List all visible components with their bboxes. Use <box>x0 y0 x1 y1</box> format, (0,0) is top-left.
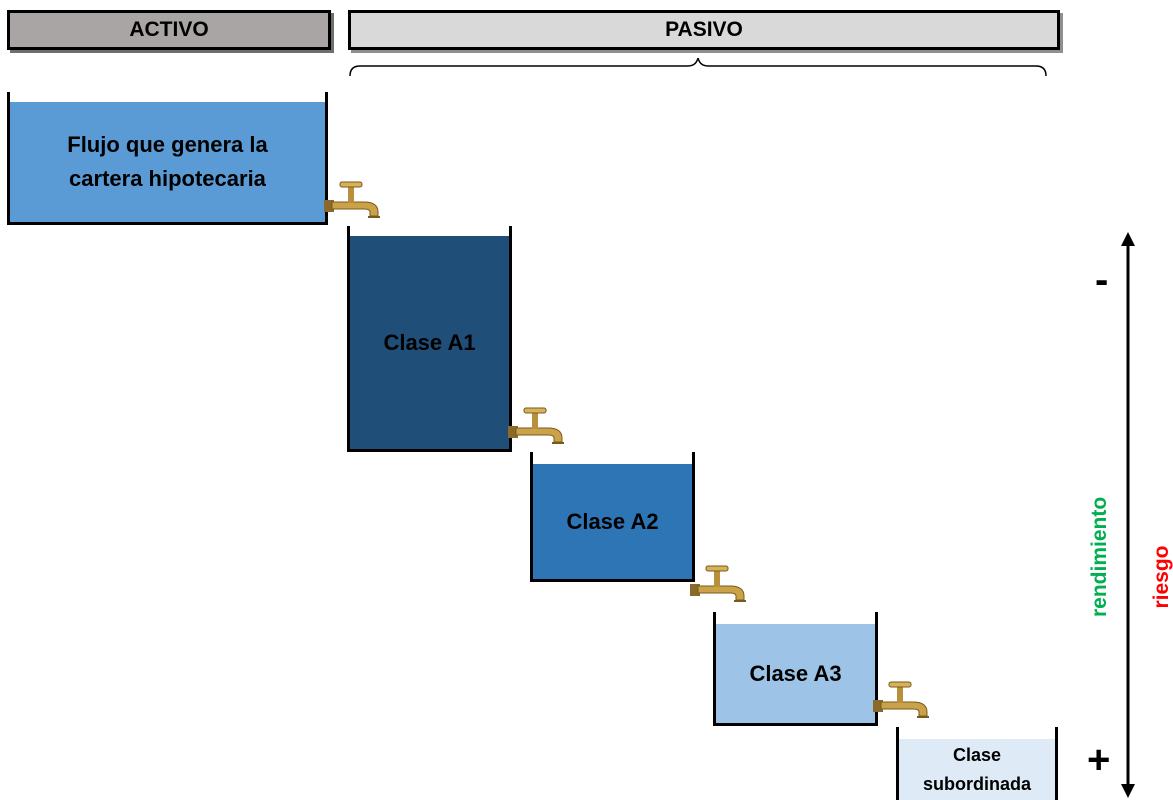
tranche-subordinada-line1: Clase <box>952 744 1002 765</box>
tranche-a1-label: Clase A1 <box>383 329 476 355</box>
pasivo-header: PASIVO <box>348 10 1060 50</box>
riesgo-label: riesgo <box>1150 545 1173 609</box>
high-sign: + <box>1087 738 1111 782</box>
tranche-a2-water: Clase A2 <box>533 464 692 579</box>
tranche-a3-tank: Clase A3 <box>713 612 878 726</box>
asset-text: Flujo que genera la cartera hipotecaria <box>67 128 267 196</box>
tranche-subordinada-water: Clase subordinada <box>899 739 1055 800</box>
tranche-a1-tank: Clase A1 <box>347 226 512 452</box>
tranche-a2-label: Clase A2 <box>566 508 659 534</box>
activo-header-label: ACTIVO <box>129 18 209 41</box>
tranche-subordinada-line2: subordinada <box>922 773 1031 794</box>
arrow-up-icon <box>1121 232 1135 246</box>
tranche-a3-label: Clase A3 <box>749 660 842 686</box>
arrow-down-icon <box>1121 784 1135 798</box>
asset-text-line1: Flujo que genera la <box>67 131 268 157</box>
rendimiento-label: rendimiento <box>1088 496 1111 617</box>
faucet-icon <box>873 681 929 718</box>
risk-return-axis <box>1121 232 1135 798</box>
faucet-icon <box>690 565 746 602</box>
tranche-subordinada-tank: Clase subordinada <box>896 727 1058 800</box>
pasivo-header-label: PASIVO <box>665 18 743 41</box>
asset-water: Flujo que genera la cartera hipotecaria <box>10 102 325 222</box>
tranche-a1-water: Clase A1 <box>350 236 509 449</box>
faucet-icon <box>324 181 380 218</box>
faucet-icon <box>508 407 564 444</box>
asset-text-line2: cartera hipotecaria <box>69 166 266 191</box>
low-sign: - <box>1095 258 1109 302</box>
pasivo-brace <box>349 58 1047 77</box>
asset-tank: Flujo que genera la cartera hipotecaria <box>7 92 328 225</box>
activo-header: ACTIVO <box>7 10 331 50</box>
tranche-subordinada-label: Clase subordinada <box>923 741 1031 799</box>
tranche-a3-water: Clase A3 <box>716 624 875 723</box>
tranche-a2-tank: Clase A2 <box>530 452 695 582</box>
